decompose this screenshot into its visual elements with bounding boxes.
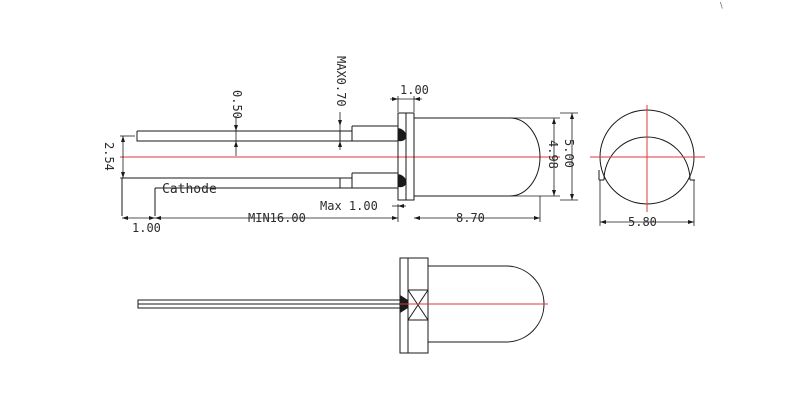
svg-text:0.50: 0.50 bbox=[230, 90, 244, 119]
svg-text:5.80: 5.80 bbox=[628, 215, 657, 229]
dim-meniscus: Max 1.00 bbox=[320, 199, 406, 213]
dim-dome-diameter: 4.98 bbox=[510, 117, 560, 197]
svg-text:1.00: 1.00 bbox=[132, 221, 161, 235]
anode-lead bbox=[136, 125, 399, 142]
side-flange bbox=[399, 257, 429, 354]
svg-text:MAX0.70: MAX0.70 bbox=[334, 56, 348, 107]
svg-text:8.70: 8.70 bbox=[456, 211, 485, 225]
dim-flange-width: 1.00 bbox=[390, 83, 429, 112]
svg-text:Max 1.00: Max 1.00 bbox=[320, 199, 378, 213]
side-view bbox=[137, 257, 548, 354]
svg-text:1.00: 1.00 bbox=[400, 83, 429, 97]
svg-text:4.98: 4.98 bbox=[546, 140, 560, 169]
dim-lead-pitch: 2.54 bbox=[102, 135, 135, 179]
dim-dome-length: 8.70 bbox=[414, 196, 541, 225]
dim-lead-length: 1.00 MIN16.00 bbox=[122, 204, 399, 235]
dim-lead-width-max: MAX0.70 bbox=[334, 56, 348, 150]
dim-body-diameter: 5.00 bbox=[560, 112, 578, 201]
svg-text:5.00: 5.00 bbox=[562, 139, 576, 168]
dim-lead-thickness: 0.50 bbox=[230, 90, 244, 156]
svg-text:2.54: 2.54 bbox=[102, 142, 116, 171]
cathode-standoff bbox=[398, 174, 406, 188]
top-dome bbox=[414, 117, 541, 197]
top-view: 1.00 0.50 MAX0.70 2.54 Cathode bbox=[102, 56, 578, 235]
end-view: 5.80 bbox=[590, 105, 705, 229]
cathode-label: Cathode bbox=[162, 182, 217, 197]
corner-mark: \ bbox=[720, 1, 723, 10]
anode-standoff bbox=[398, 128, 406, 142]
dim-flange-diameter: 5.80 bbox=[599, 180, 695, 229]
svg-text:MIN16.00: MIN16.00 bbox=[248, 211, 306, 225]
